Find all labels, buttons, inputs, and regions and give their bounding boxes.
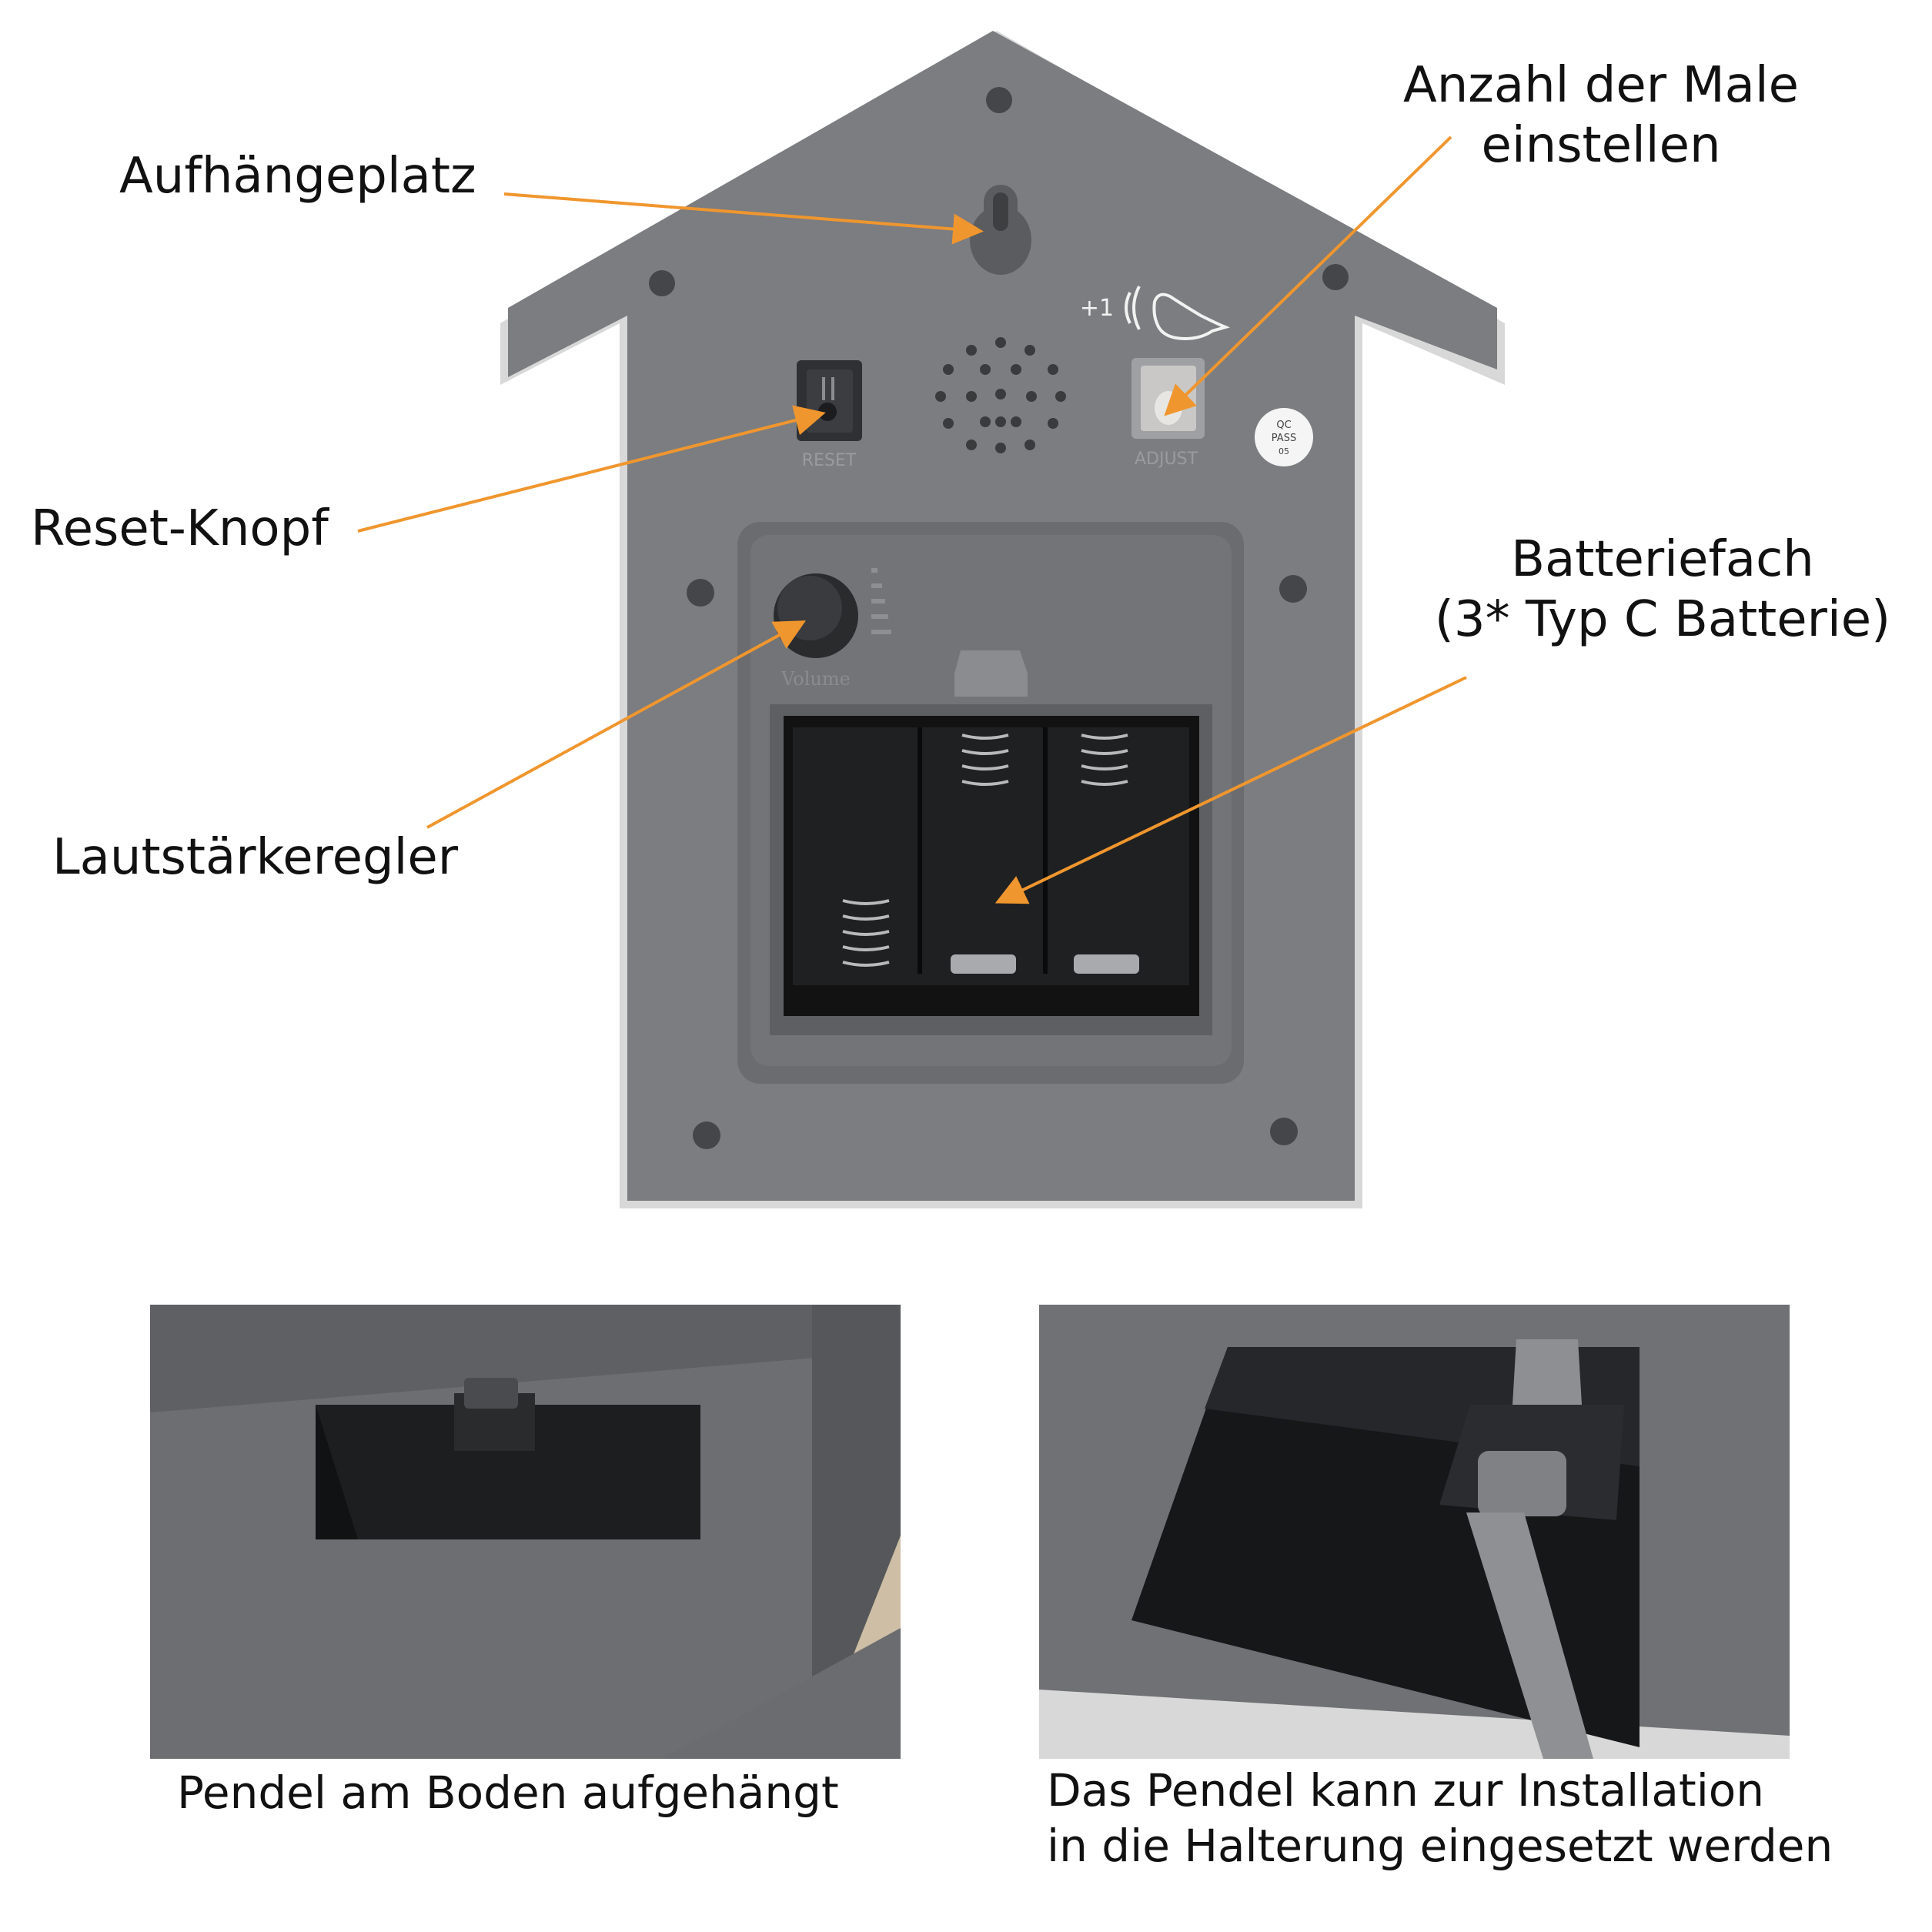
- device-back-illustration: RESET ADJUST +1 QC PASS 05: [357, 31, 1505, 1208]
- photo-pendulum-mount: [1039, 1305, 1790, 1759]
- callout-battery-line1: Batteriefach: [1511, 531, 1814, 588]
- callout-strike-count-line2: einstellen: [1481, 117, 1721, 174]
- callout-battery-line2: (3* Typ C Batterie): [1434, 591, 1891, 648]
- callout-volume: Lautstärkeregler: [52, 829, 459, 886]
- sound-waves-icon: [1125, 286, 1141, 330]
- callout-strike-count-line1: Anzahl der Male: [1402, 57, 1800, 114]
- plus-one-label: +1: [1080, 295, 1114, 322]
- svg-text:05: 05: [1279, 446, 1289, 456]
- arrow-reset: [357, 405, 826, 533]
- bird-icon: [1152, 292, 1230, 341]
- arrow-strike-count: [1164, 135, 1452, 416]
- arrow-volume: [426, 620, 807, 829]
- battery-compartment: [770, 650, 1212, 1035]
- caption-right-line1: Das Pendel kann zur Installation: [1047, 1764, 1765, 1817]
- caption-left: Pendel am Boden aufgehängt: [177, 1767, 839, 1819]
- screw-holes: [649, 87, 1349, 1149]
- hanging-keyhole: [970, 185, 1031, 275]
- callout-battery: Batteriefach (3* Typ C Batterie): [1432, 530, 1894, 650]
- callout-strike-count: Anzahl der Male einstellen: [1385, 55, 1817, 175]
- svg-text:QC: QC: [1276, 419, 1291, 431]
- callout-hanging-spot: Aufhängeplatz: [119, 148, 476, 205]
- reset-engraved-label: RESET: [802, 451, 857, 470]
- volume-engraved-label: Volume: [780, 668, 851, 690]
- callout-reset: Reset-Knopf: [31, 500, 329, 557]
- svg-text:PASS: PASS: [1272, 433, 1296, 444]
- speaker-grille: [935, 337, 1066, 453]
- caption-right: Das Pendel kann zur Installation in die …: [1047, 1763, 1833, 1874]
- arrow-hanging-spot: [503, 192, 984, 245]
- caption-right-line2: in die Halterung eingesetzt werden: [1047, 1820, 1833, 1872]
- photo-pendulum-floor: [150, 1305, 901, 1759]
- adjust-engraved-label: ADJUST: [1135, 450, 1198, 469]
- reset-button-graphic: [797, 360, 862, 441]
- qc-sticker: QC PASS 05: [1255, 408, 1313, 466]
- adjust-button-graphic: [1131, 358, 1205, 439]
- arrow-battery: [994, 676, 1467, 904]
- callout-arrows: [357, 135, 1467, 904]
